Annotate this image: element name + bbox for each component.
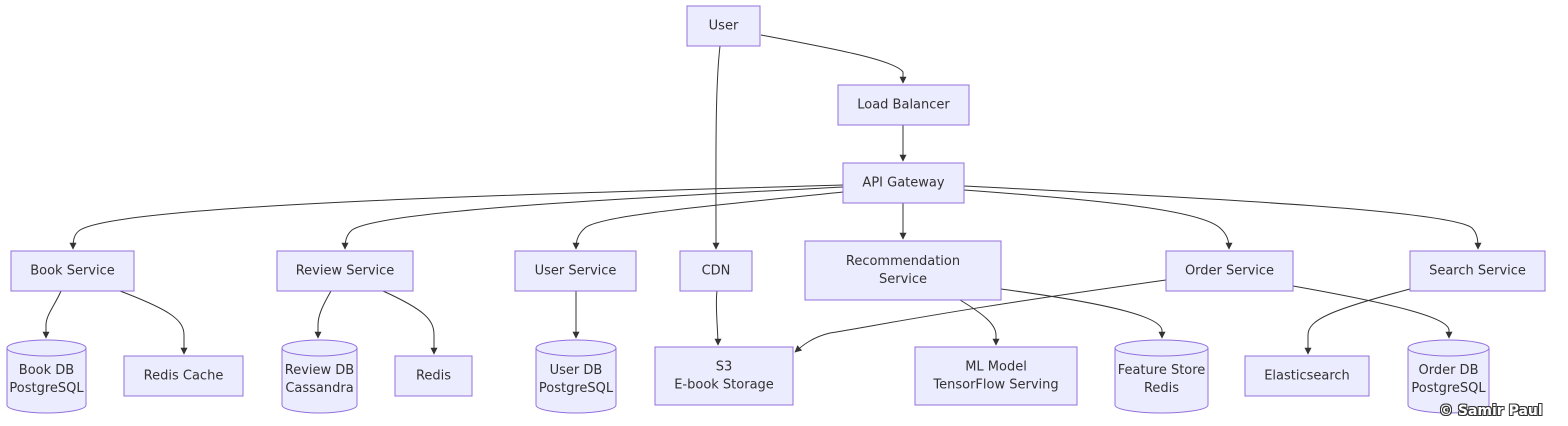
edge-book-service-to-redis-cache bbox=[119, 290, 188, 355]
redis-label: Redis bbox=[416, 369, 451, 384]
node-user-service: User Service bbox=[514, 250, 637, 292]
api-gateway-label: API Gateway bbox=[862, 176, 944, 191]
node-order-service: Order Service bbox=[1165, 250, 1294, 292]
order-db-label-line-2: PostgreSQL bbox=[1411, 381, 1486, 396]
ml-model-label-line-2: TensorFlow Serving bbox=[932, 378, 1058, 393]
s3-label-line-1: S3 bbox=[716, 360, 733, 375]
review-service-label: Review Service bbox=[296, 264, 395, 279]
edge-user-to-cdn bbox=[712, 45, 721, 250]
book-db-label-line-1: Book DB bbox=[19, 363, 74, 378]
node-load-balancer: Load Balancer bbox=[837, 84, 970, 126]
node-redis-cache: Redis Cache bbox=[123, 355, 244, 397]
recommendation-service-box bbox=[804, 240, 1002, 301]
edge-review-service-to-review-db bbox=[314, 290, 332, 339]
node-book-service: Book Service bbox=[10, 250, 135, 292]
user-label: User bbox=[709, 19, 739, 34]
edge-api-gateway-to-book-service bbox=[69, 184, 844, 250]
s3-label-line-2: E-book Storage bbox=[674, 378, 774, 393]
node-search-service: Search Service bbox=[1409, 250, 1546, 292]
s3-box bbox=[654, 346, 794, 406]
load-balancer-box bbox=[837, 84, 970, 126]
review-db-cylinder-rim bbox=[281, 347, 358, 357]
edge-recommendation-service-to-feature-store bbox=[1000, 288, 1166, 339]
api-gateway-box bbox=[842, 162, 965, 204]
order-db-cylinder-rim bbox=[1407, 347, 1490, 357]
edge-search-service-to-elasticsearch bbox=[1304, 288, 1411, 355]
edge-api-gateway-to-order-service bbox=[963, 189, 1233, 250]
node-order-db: Order DB PostgreSQL bbox=[1407, 339, 1490, 414]
order-db-label-line-1: Order DB bbox=[1418, 363, 1478, 378]
ml-model-label-line-1: ML Model bbox=[965, 360, 1027, 375]
edge-review-service-to-redis bbox=[382, 290, 438, 355]
book-db-label-line-2: PostgreSQL bbox=[9, 381, 84, 396]
feature-store-cylinder-rim bbox=[1114, 347, 1209, 357]
copyright-watermark: © Samir Paul bbox=[1439, 403, 1543, 419]
recommendation-service-label-line-2: Service bbox=[879, 272, 927, 287]
order-service-box bbox=[1165, 250, 1294, 292]
edge-user-to-load-balancer bbox=[760, 34, 907, 84]
edge-api-gateway-to-user-service bbox=[572, 191, 844, 250]
redis-box bbox=[394, 355, 473, 397]
review-service-box bbox=[276, 250, 414, 292]
edge-api-gateway-to-review-service bbox=[341, 186, 844, 250]
user-db-label-line-2: PostgreSQL bbox=[539, 381, 614, 396]
search-service-label: Search Service bbox=[1429, 264, 1526, 279]
review-db-label-line-1: Review DB bbox=[285, 363, 354, 378]
feature-store-cylinder bbox=[1114, 339, 1209, 414]
edge-cdn-to-s3 bbox=[714, 290, 722, 346]
user-service-box bbox=[514, 250, 637, 292]
edge-book-service-to-book-db bbox=[42, 290, 62, 339]
elasticsearch-label: Elasticsearch bbox=[1264, 369, 1350, 384]
edge-order-service-to-order-db bbox=[1292, 285, 1453, 339]
review-db-cylinder bbox=[281, 339, 358, 414]
book-db-cylinder bbox=[6, 339, 87, 414]
node-api-gateway: API Gateway bbox=[842, 162, 965, 204]
edge-recommendation-service-to-ml-model bbox=[959, 299, 1000, 346]
node-review-service: Review Service bbox=[276, 250, 414, 292]
user-db-cylinder bbox=[535, 339, 617, 414]
recommendation-service-label-line-1: Recommendation bbox=[846, 254, 960, 269]
node-review-db: Review DB Cassandra bbox=[281, 339, 358, 414]
book-service-label: Book Service bbox=[30, 264, 115, 279]
user-db-label-line-1: User DB bbox=[550, 363, 603, 378]
user-box bbox=[686, 5, 761, 47]
user-service-label: User Service bbox=[535, 264, 617, 279]
order-db-cylinder bbox=[1407, 339, 1490, 414]
book-db-cylinder-rim bbox=[6, 347, 87, 357]
redis-cache-box bbox=[123, 355, 244, 397]
user-db-cylinder-rim bbox=[535, 347, 617, 357]
edge-layer bbox=[42, 34, 1482, 355]
edge-api-gateway-to-search-service bbox=[963, 185, 1482, 250]
feature-store-label-line-1: Feature Store bbox=[1118, 363, 1206, 378]
cdn-label: CDN bbox=[702, 264, 731, 279]
node-book-db: Book DB PostgreSQL bbox=[6, 339, 87, 414]
redis-cache-label: Redis Cache bbox=[144, 369, 224, 384]
cdn-box bbox=[679, 250, 753, 292]
node-s3: S3E-book Storage bbox=[654, 346, 794, 406]
elasticsearch-box bbox=[1244, 355, 1370, 397]
search-service-box bbox=[1409, 250, 1546, 292]
review-db-label-line-2: Cassandra bbox=[285, 381, 353, 396]
ml-model-box bbox=[914, 346, 1078, 406]
node-elasticsearch: Elasticsearch bbox=[1244, 355, 1370, 397]
order-service-label: Order Service bbox=[1185, 264, 1274, 279]
feature-store-label-line-2: Redis bbox=[1144, 381, 1179, 396]
node-cdn: CDN bbox=[679, 250, 753, 292]
load-balancer-label: Load Balancer bbox=[857, 98, 950, 113]
book-service-box bbox=[10, 250, 135, 292]
node-redis: Redis bbox=[394, 355, 473, 397]
edge-order-service-to-s3 bbox=[794, 279, 1167, 353]
node-user-db: User DB PostgreSQL bbox=[535, 339, 617, 414]
node-user: User bbox=[686, 5, 761, 47]
